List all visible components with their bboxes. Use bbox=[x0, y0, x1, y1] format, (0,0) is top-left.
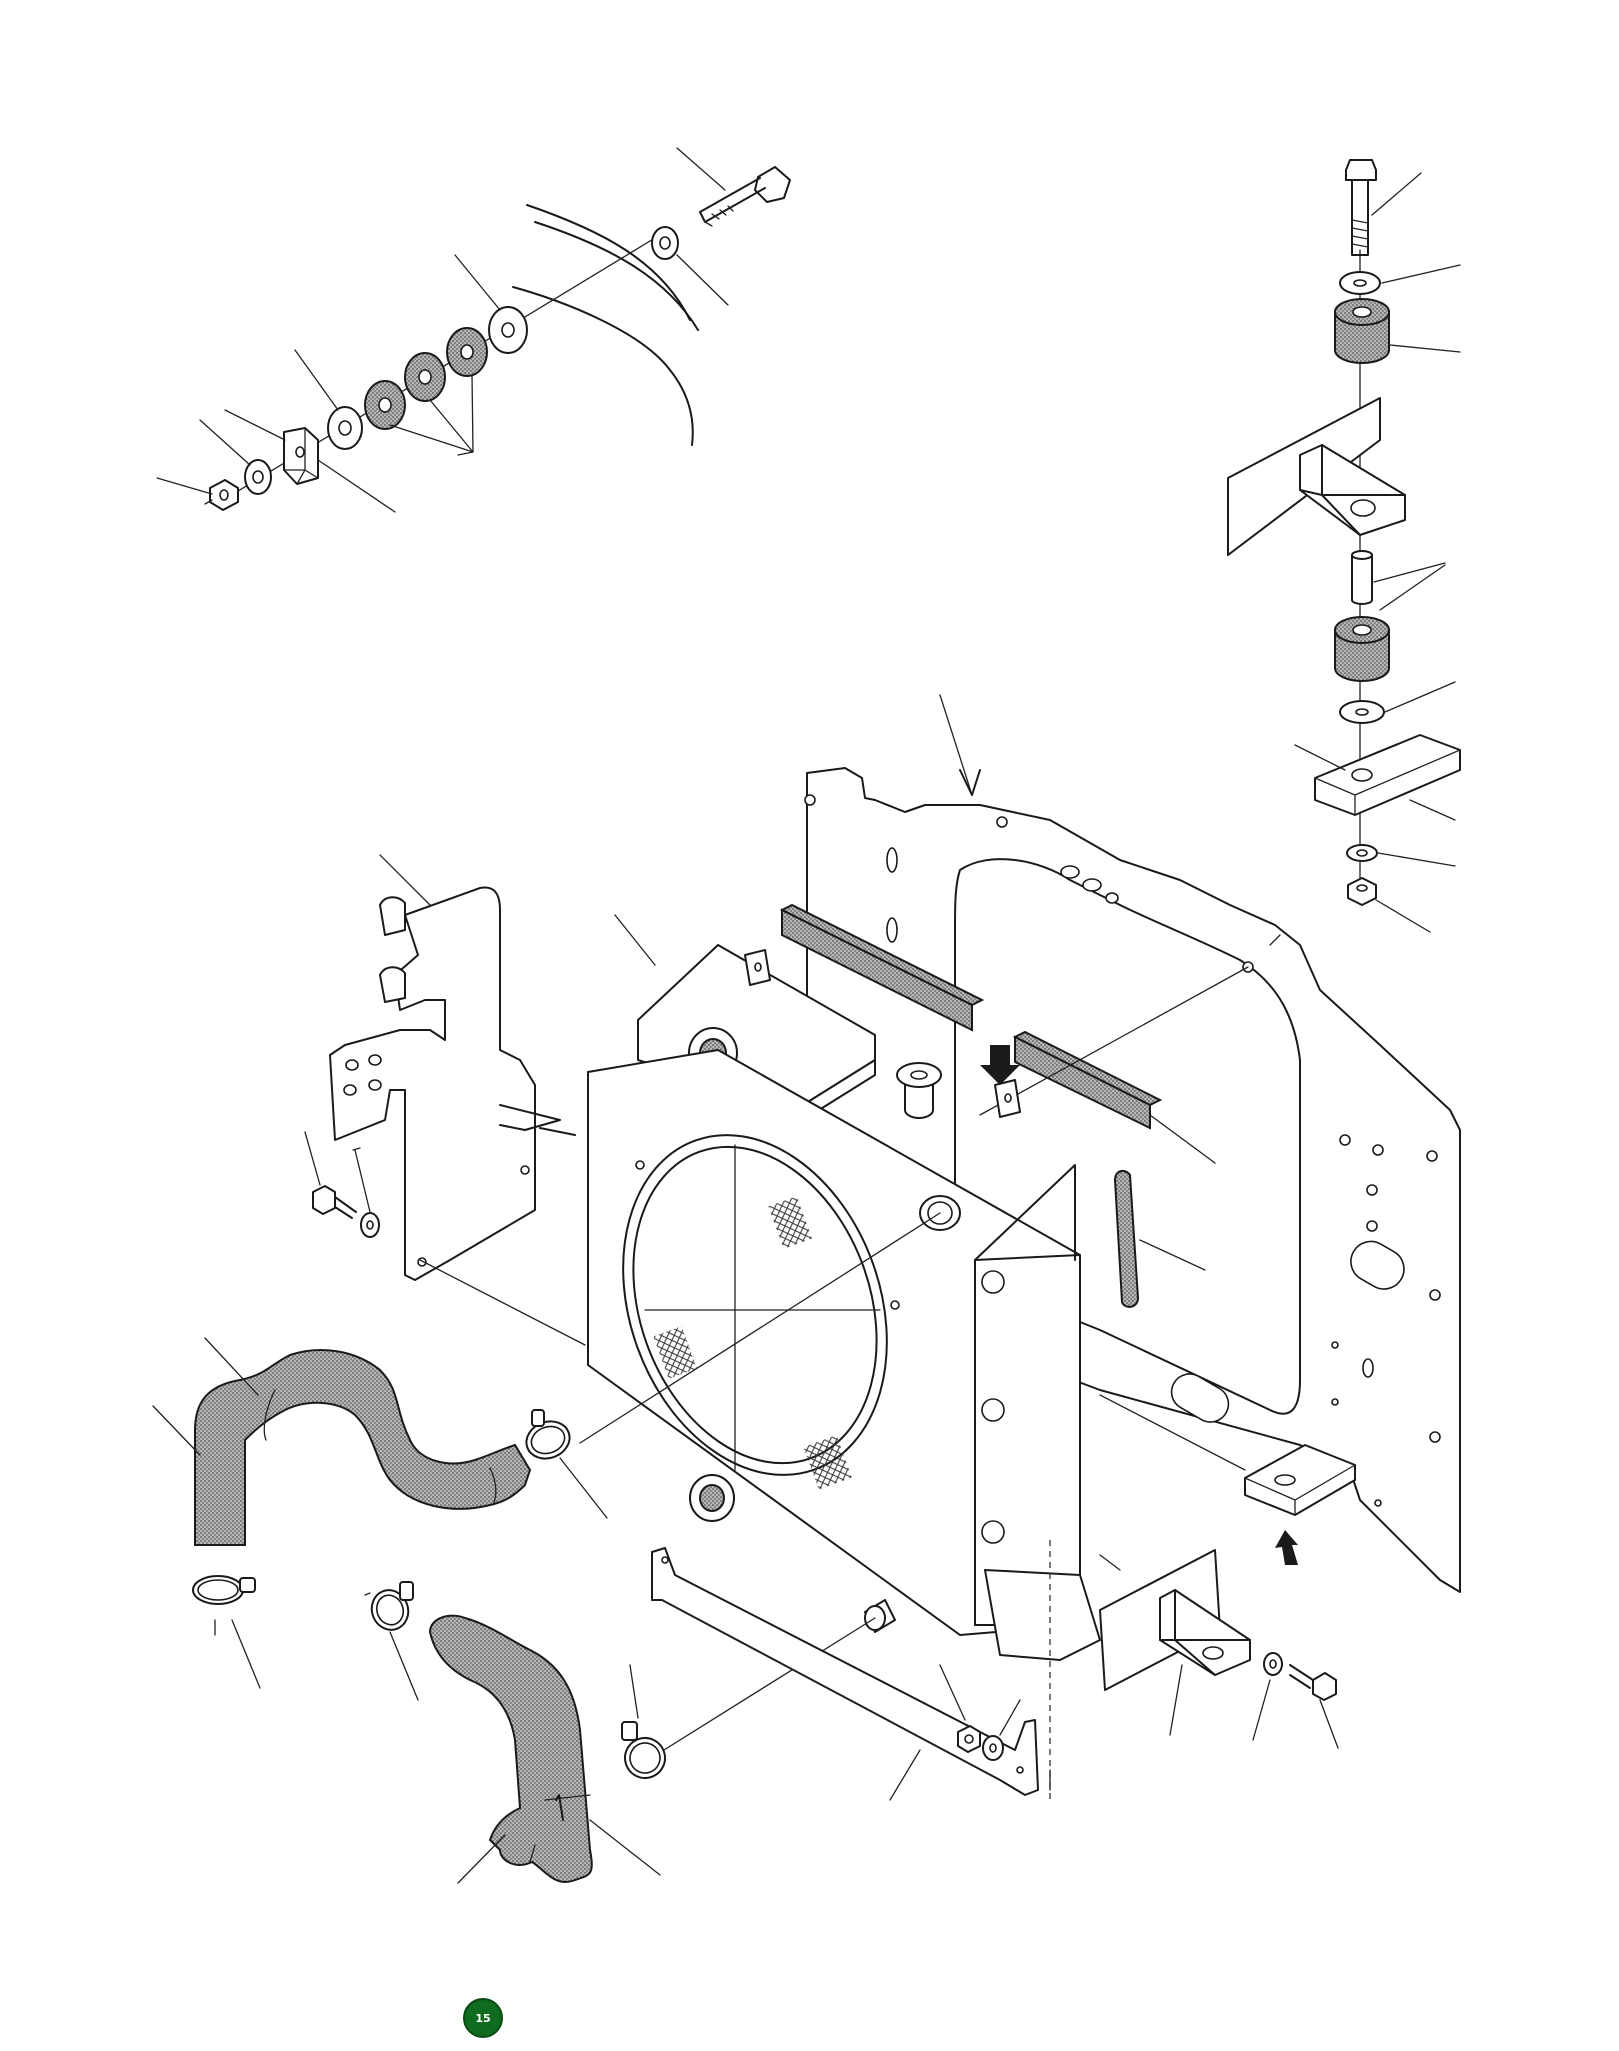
washer-top-left-1 bbox=[651, 226, 729, 306]
page-number-text: 15 bbox=[475, 2011, 491, 2025]
side-bracket-left bbox=[329, 854, 586, 1346]
bottom-right-bracket bbox=[1099, 1444, 1356, 1749]
angle-bracket-top-right bbox=[1227, 397, 1406, 556]
rubber-seal-vertical bbox=[1113, 1169, 1206, 1308]
radiator-core bbox=[579, 914, 1121, 1800]
washer-top-right-3 bbox=[1346, 844, 1456, 867]
rubber-mount-top-right-1 bbox=[1334, 298, 1461, 364]
seal-strip bbox=[779, 903, 1249, 1164]
hose-clamp-left bbox=[192, 1575, 261, 1689]
hex-bolt-top-left bbox=[676, 147, 791, 227]
page-number-badge: 15 bbox=[463, 1998, 503, 2038]
hose-clamp-upper bbox=[525, 1409, 608, 1519]
washer-top-left-2 bbox=[454, 254, 528, 354]
bolt-washer-left bbox=[304, 1131, 380, 1238]
lower-hose bbox=[428, 1614, 661, 1884]
hex-nut-top-right bbox=[1347, 877, 1431, 933]
sleeve-top-right bbox=[1351, 550, 1446, 605]
lock-washer-top-left bbox=[199, 419, 272, 495]
top-right-mount-stack bbox=[1227, 159, 1461, 933]
hex-nut-top-left bbox=[156, 477, 239, 511]
hose-clamp-lower-2 bbox=[621, 1664, 666, 1779]
upper-hose bbox=[152, 1337, 532, 1546]
washer-top-left-3 bbox=[294, 349, 363, 450]
hose-clamp-lower-1 bbox=[364, 1581, 419, 1701]
flat-plate-top-right bbox=[1294, 734, 1461, 821]
rubber-mount-set bbox=[364, 327, 488, 456]
rubber-mount-top-right-2 bbox=[1334, 564, 1446, 682]
washer-top-right-1 bbox=[1339, 264, 1461, 295]
square-spacer bbox=[224, 409, 396, 513]
bottom-support-bar bbox=[651, 1547, 1039, 1801]
top-left-mount-stack bbox=[156, 147, 791, 513]
radiator-cap bbox=[896, 1062, 942, 1119]
washer-top-right-2 bbox=[1339, 681, 1456, 724]
vertical-bolt-top-right bbox=[1345, 159, 1422, 256]
